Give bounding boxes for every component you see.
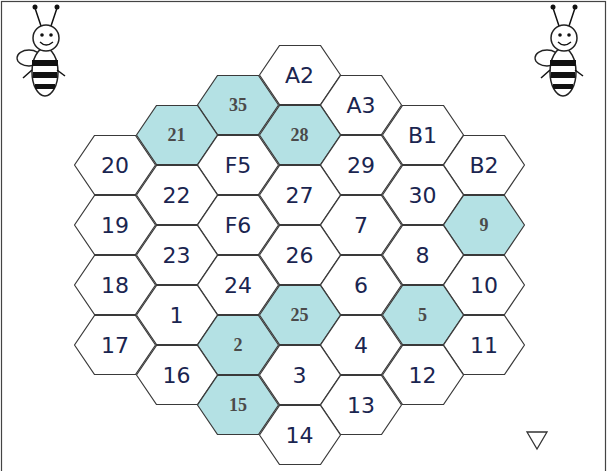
triangle-mark (527, 432, 547, 449)
cell-label: 14 (259, 405, 341, 465)
hex-shape (259, 406, 340, 465)
hex-cell: 14 (259, 405, 341, 465)
bee-left (17, 5, 65, 97)
bee-right (535, 5, 583, 97)
